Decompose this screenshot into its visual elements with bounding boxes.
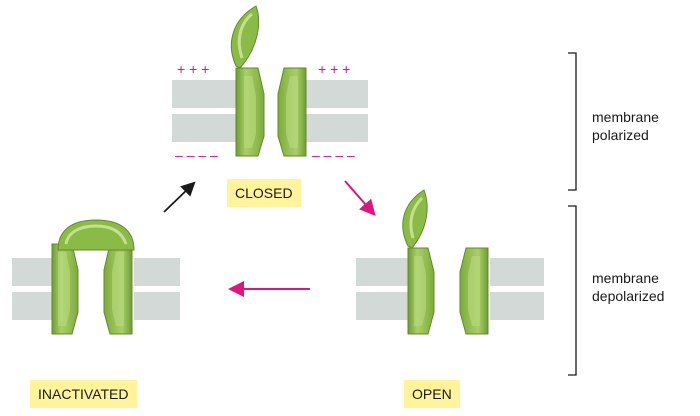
arrow-inactivated-to-closed — [163, 181, 196, 213]
closed-charge-top-right: + + + — [318, 61, 350, 77]
open-membrane-left-top — [356, 258, 410, 286]
inactivated-membrane-left-top — [12, 258, 54, 286]
depolarized-label: membrane depolarized — [592, 269, 664, 305]
open-gate-flap — [402, 189, 428, 249]
inactivated-channel — [12, 219, 180, 335]
inactivated-membrane-left-bottom — [12, 292, 54, 320]
arrow-closed-to-open — [344, 180, 376, 217]
closed-label: CLOSED — [227, 179, 301, 207]
closed-membrane-left-bottom — [172, 114, 236, 142]
closed-channel: + + + + + + – – – – – – – – — [172, 5, 368, 163]
inactivated-label: INACTIVATED — [30, 380, 137, 408]
polarized-label-line1: membrane — [592, 109, 659, 125]
open-membrane-left-bottom — [356, 292, 410, 320]
polarized-label-line2: polarized — [592, 127, 649, 143]
bracket-depolarized — [568, 205, 577, 376]
inactivated-membrane-right-bottom — [134, 292, 180, 320]
open-membrane-right-top — [490, 258, 544, 286]
closed-charge-bottom-right: – – – – — [312, 147, 355, 163]
closed-gate-flap — [230, 5, 260, 69]
bracket-polarized — [568, 52, 577, 191]
depolarized-label-line1: membrane — [592, 270, 659, 286]
closed-membrane-left-top — [172, 80, 236, 108]
inactivated-gate-cap — [57, 219, 135, 251]
open-channel — [356, 189, 544, 335]
open-label: OPEN — [404, 380, 460, 408]
inactivated-membrane-right-top — [134, 258, 180, 286]
polarized-label: membrane polarized — [592, 108, 659, 144]
closed-charge-top-left: + + + — [177, 61, 209, 77]
open-membrane-right-bottom — [490, 292, 544, 320]
closed-membrane-right-top — [306, 80, 368, 108]
depolarized-label-line2: depolarized — [592, 288, 665, 304]
closed-membrane-right-bottom — [306, 114, 368, 142]
closed-charge-bottom-left: – – – – — [175, 147, 218, 163]
